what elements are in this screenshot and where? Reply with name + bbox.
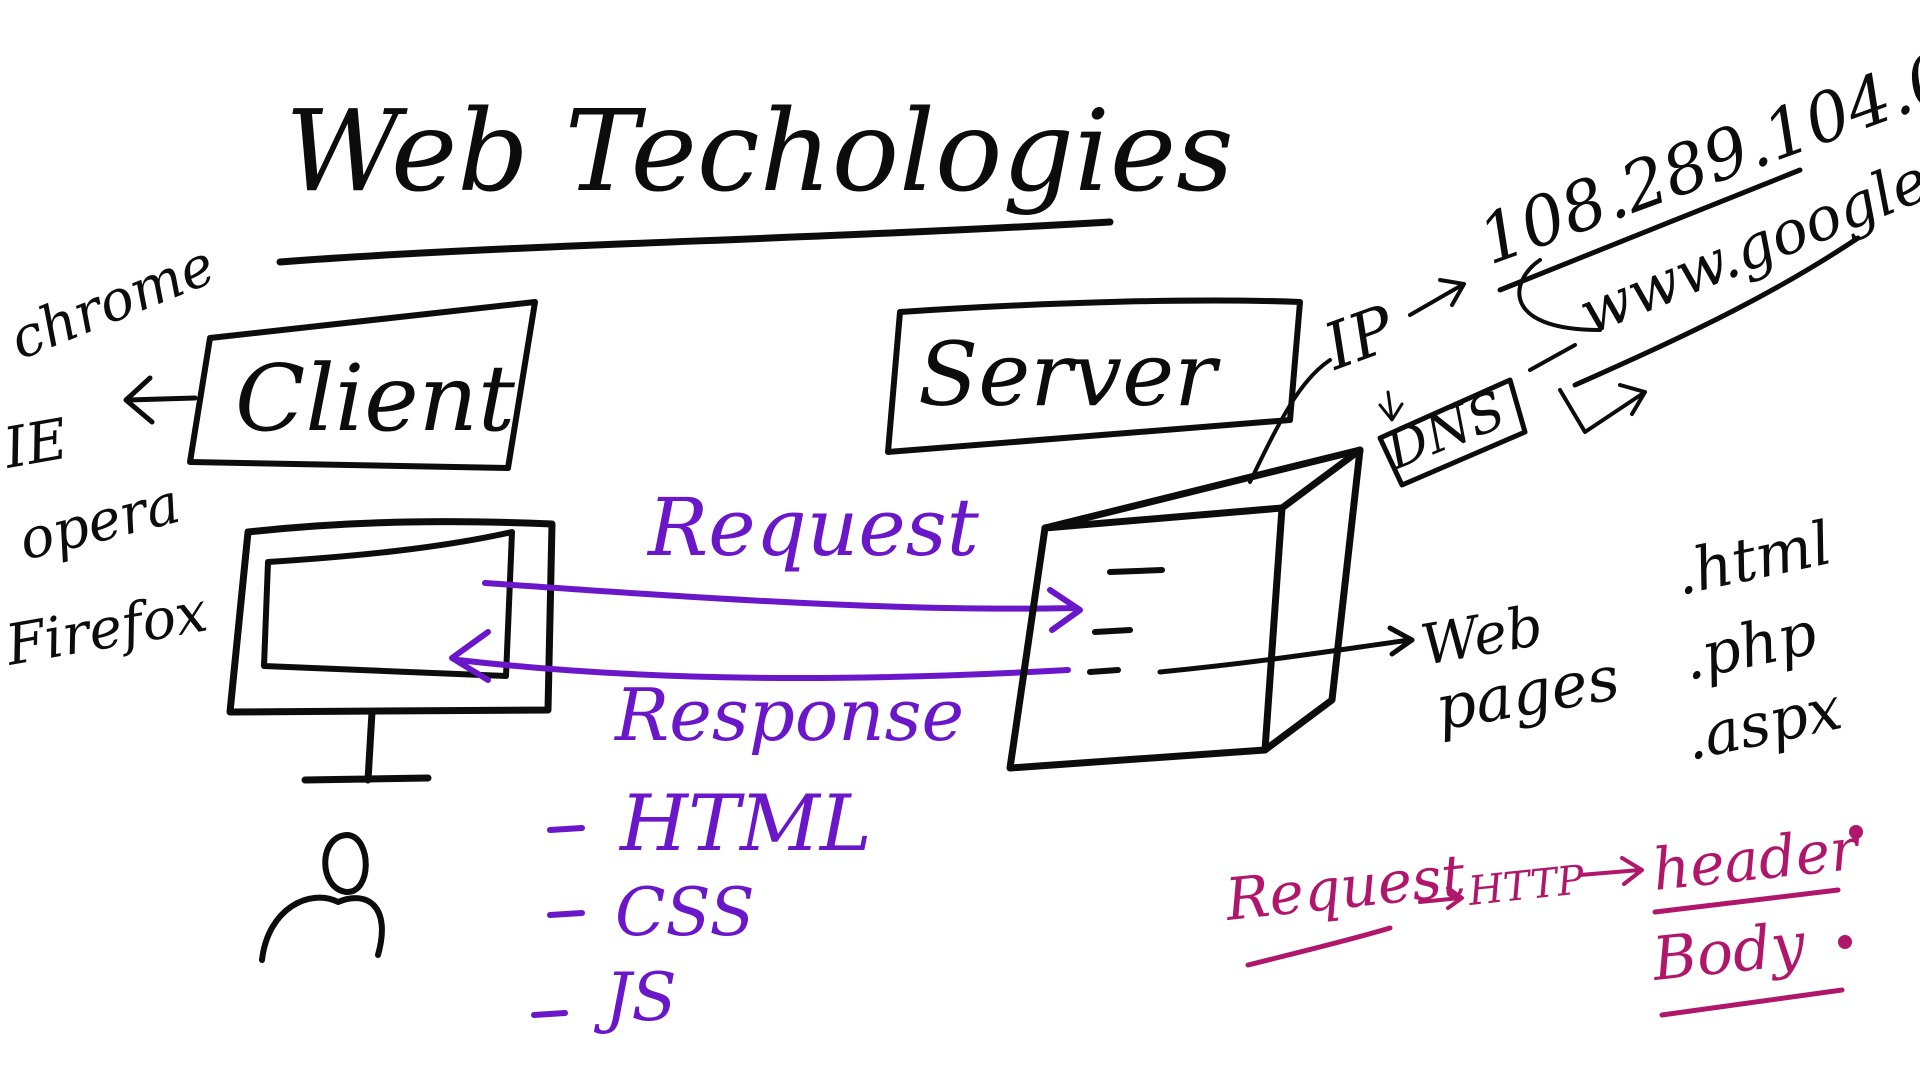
http-bullet bbox=[1838, 935, 1852, 949]
monitor-icon bbox=[226, 518, 556, 784]
domain-underline bbox=[1572, 235, 1861, 388]
domain-hook-arrow bbox=[1558, 383, 1647, 434]
dns-to-domain-arrow bbox=[1528, 343, 1577, 372]
response-item: HTML bbox=[618, 779, 872, 869]
http-request-underline bbox=[1245, 925, 1393, 968]
request-arrow bbox=[482, 580, 1083, 633]
dns-to-ip-arrow bbox=[1378, 390, 1404, 422]
server-box bbox=[885, 297, 1303, 455]
server-box-icon bbox=[1006, 446, 1364, 772]
client-box bbox=[187, 299, 538, 471]
response-items: HTML CSS JS bbox=[531, 779, 872, 1036]
http-request-label: Request bbox=[1221, 841, 1468, 934]
ip-label: IP bbox=[1314, 292, 1405, 386]
page-type: .html bbox=[1669, 508, 1838, 609]
user-icon bbox=[259, 832, 385, 963]
domain-to-ip-arrow bbox=[1517, 258, 1602, 332]
browser-item: Firefox bbox=[0, 580, 212, 679]
response-item: CSS bbox=[615, 874, 755, 951]
request-label: Request bbox=[646, 481, 980, 574]
http-protocol-label: HTTP bbox=[1465, 857, 1587, 915]
http-note: Request HTTP header Body bbox=[1221, 814, 1864, 1018]
client-label: Client bbox=[235, 345, 516, 452]
http-header-underline bbox=[1652, 887, 1841, 915]
web-pages-arrow bbox=[1157, 625, 1415, 675]
http-part: Body bbox=[1648, 909, 1809, 995]
http-arrow-2 bbox=[1578, 856, 1644, 886]
dns-box bbox=[1377, 377, 1528, 488]
http-arrow-1 bbox=[1418, 886, 1464, 910]
server-to-ip-arrow bbox=[1248, 358, 1332, 484]
page-title: Web Techologies bbox=[285, 87, 1234, 217]
response-arrow bbox=[449, 629, 1071, 683]
page-types: .html .php .aspx bbox=[1669, 508, 1848, 774]
ip-underline bbox=[1497, 167, 1803, 293]
title-underline bbox=[276, 218, 1114, 266]
server-label: Server bbox=[918, 323, 1221, 426]
browser-item: IE bbox=[0, 407, 72, 482]
response-label: Response bbox=[613, 673, 964, 757]
http-bullet bbox=[1849, 825, 1863, 839]
ip-arrow bbox=[1408, 278, 1466, 317]
response-item: JS bbox=[593, 959, 677, 1036]
http-body-underline bbox=[1659, 987, 1845, 1018]
browser-item: chrome bbox=[1, 232, 224, 372]
browsers-arrow bbox=[123, 375, 198, 425]
browser-item: opera bbox=[13, 471, 187, 573]
